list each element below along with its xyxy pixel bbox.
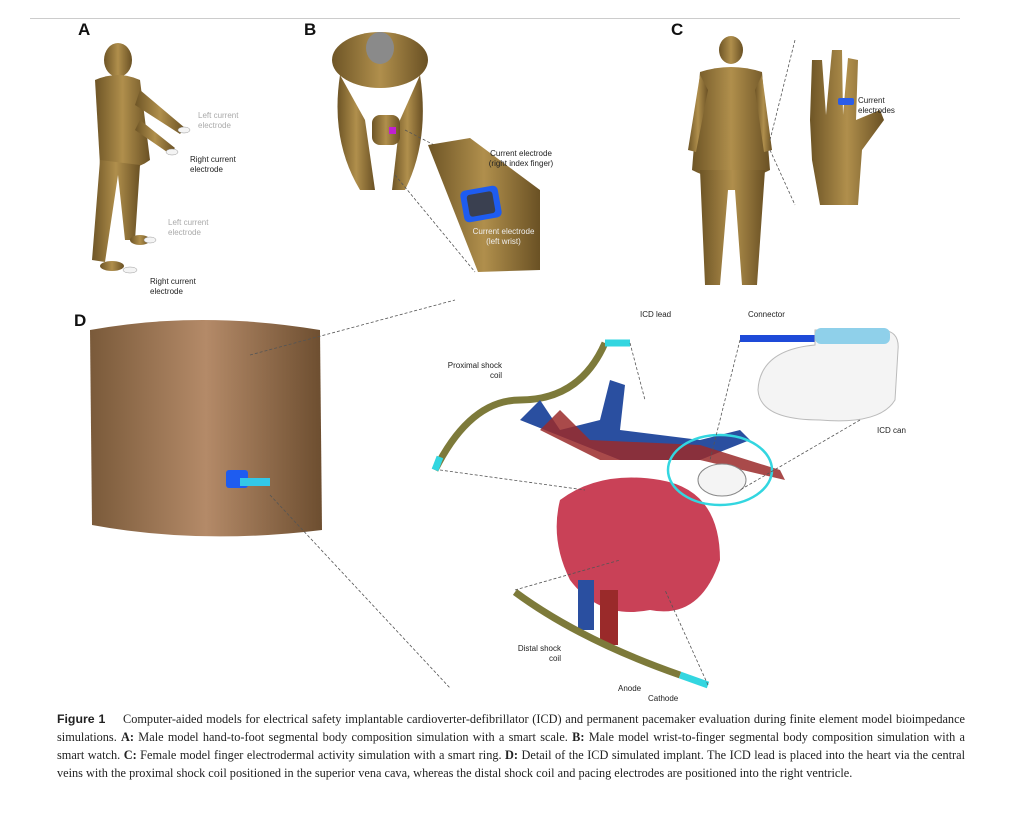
panel-b-wrist-inset <box>428 138 540 272</box>
proximal-shock-coil <box>431 341 609 472</box>
caption-figure-number: Figure 1 <box>57 712 106 726</box>
caption-b-text: Male model wrist-to-finger segmental bod… <box>57 730 965 762</box>
label-distal-shock-coil: Distal shock coil <box>517 644 561 663</box>
panel-label-c: C <box>671 20 684 39</box>
caption-b-key: B: <box>572 730 585 744</box>
heart-model <box>520 380 785 645</box>
label-c-ring-electrodes: Current electrodes <box>858 96 895 115</box>
panel-label-a: A <box>78 20 91 39</box>
icd-can <box>740 328 899 422</box>
panel-d-torso <box>90 320 322 537</box>
label-cathode: Cathode <box>648 694 679 703</box>
panel-a-male-model <box>92 43 185 271</box>
lead-loop <box>666 433 774 507</box>
label-icd-can: ICD can <box>877 426 906 435</box>
panel-c-female-model <box>688 36 772 285</box>
panel-a-electrodes <box>122 126 191 274</box>
caption-d-key: D: <box>505 748 519 762</box>
figure-caption: Figure 1 Computer-aided models for elect… <box>57 710 965 782</box>
panel-label-b: B <box>304 20 317 39</box>
label-icd-lead: ICD lead <box>640 310 672 319</box>
panel-c-hand-inset <box>810 50 884 205</box>
label-a-left-electrode-foot: Left current electrode <box>168 218 209 237</box>
label-a-left-electrode-hand: Left current electrode <box>198 111 239 130</box>
caption-c-key: C: <box>123 748 137 762</box>
panel-b-male-model <box>332 32 428 190</box>
caption-intro: Computer-aided models for electrical saf… <box>57 712 965 744</box>
label-a-right-electrode-hand: Right current electrode <box>190 155 236 174</box>
implanted-can <box>697 463 747 497</box>
distal-shock-coil <box>512 589 682 679</box>
top-rule <box>30 18 960 19</box>
panel-label-d: D <box>74 311 87 330</box>
label-proximal-shock-coil: Proximal shock coil <box>447 361 502 380</box>
caption-a-text: Male model hand-to-foot segmental body c… <box>138 730 568 744</box>
caption-d-text: Detail of the ICD simulated implant. The… <box>57 748 965 780</box>
caption-c-text: Female model finger electrodermal activi… <box>140 748 502 762</box>
label-connector: Connector <box>748 310 785 319</box>
label-b-wrist-electrode: Current electrode (left wrist) <box>472 227 535 246</box>
label-a-right-electrode-foot: Right current electrode <box>150 277 196 296</box>
panel-b-watch-marker <box>389 127 396 134</box>
caption-a-key: A: <box>121 730 135 744</box>
label-anode: Anode <box>618 684 642 693</box>
label-b-finger-electrode: Current electrode (right index finger) <box>488 149 554 168</box>
